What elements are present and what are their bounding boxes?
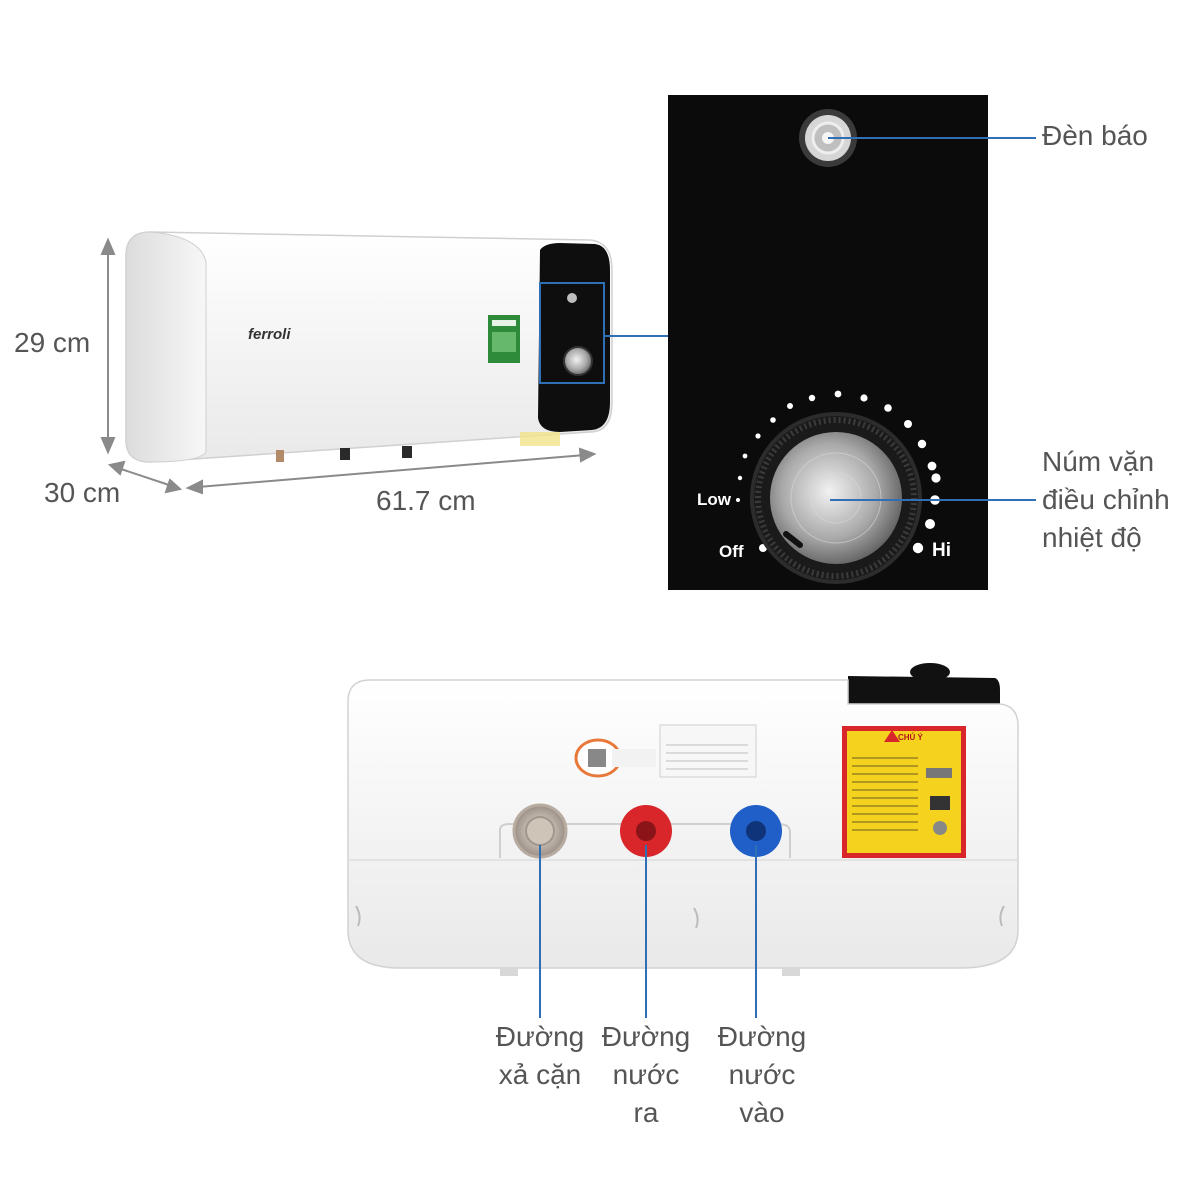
knob-label-line-3: nhiệt độ xyxy=(1042,522,1142,553)
inlet-pipe xyxy=(730,805,782,857)
dial-scale-dots xyxy=(736,390,941,554)
warning-sticker xyxy=(842,726,966,858)
outlet-label-line-3: ra xyxy=(633,1097,659,1128)
brand-logo-text: ferroli xyxy=(248,326,291,343)
dial-low-label: Low xyxy=(697,490,731,509)
drain-label-line-1: Đường xyxy=(495,1021,585,1052)
inlet-label-line-3: vào xyxy=(739,1097,785,1128)
heater-front-view xyxy=(125,231,668,463)
outlet-label-line-1: Đường xyxy=(601,1021,691,1052)
heater-bottom-view xyxy=(347,663,1019,1018)
temperature-knob xyxy=(750,412,922,584)
dimension-height: 29 cm xyxy=(14,327,91,358)
indicator-label: Đèn báo xyxy=(1042,120,1148,151)
dial-off-label: Off xyxy=(719,542,744,561)
dial-hi-label: Hi xyxy=(932,540,951,561)
control-panel-zoom xyxy=(668,95,1036,590)
outlet-pipe xyxy=(620,805,672,857)
inlet-label-line-2: nước xyxy=(728,1059,796,1090)
dimension-arrows xyxy=(100,237,597,495)
outlet-label-line-2: nước xyxy=(612,1059,680,1090)
dimension-width: 61.7 cm xyxy=(376,485,476,516)
warning-sticker-title: CHÚ Ý xyxy=(898,733,923,742)
inlet-label-line-1: Đường xyxy=(717,1021,807,1052)
dimension-depth: 30 cm xyxy=(44,477,121,508)
knob-label-line-1: Núm vặn xyxy=(1042,446,1155,477)
drain-label-line-2: xả cặn xyxy=(498,1059,582,1090)
knob-label-line-2: điều chỉnh xyxy=(1042,484,1170,515)
